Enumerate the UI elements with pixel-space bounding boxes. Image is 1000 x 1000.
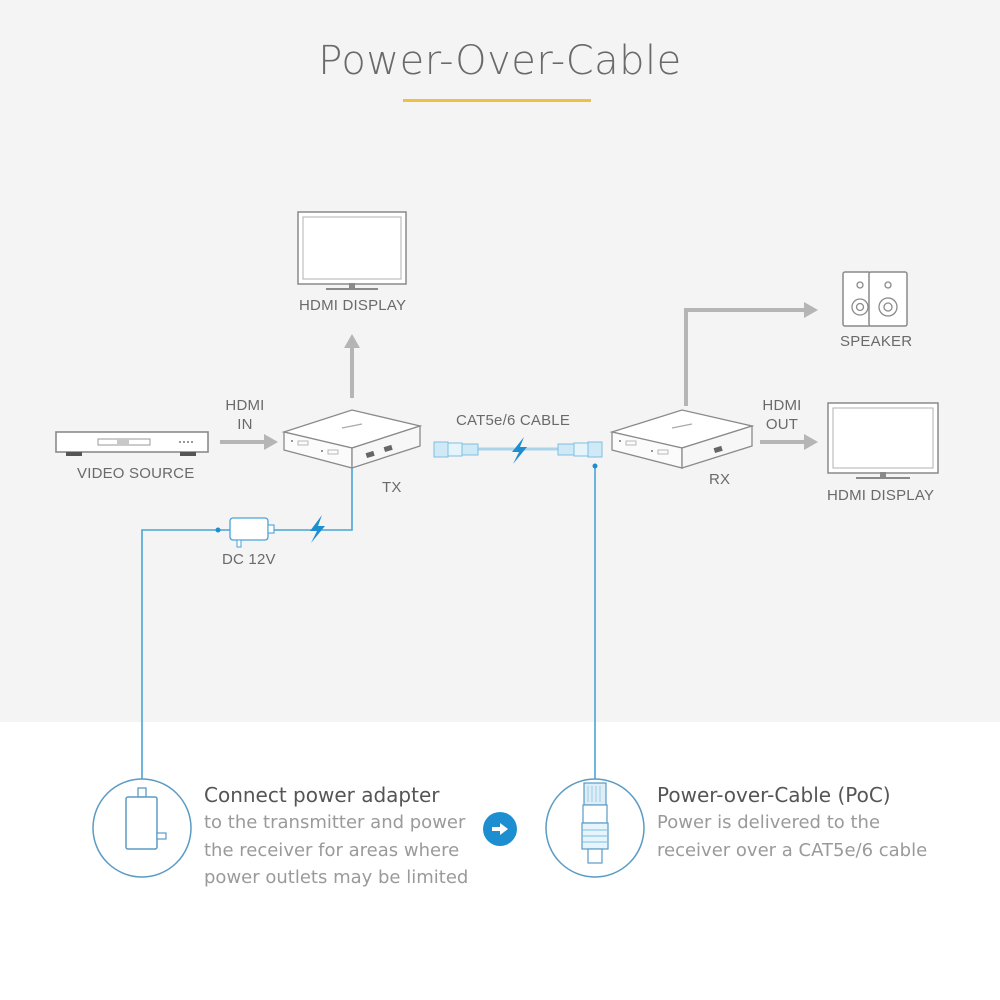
rx-to-speaker-arrow [684,302,818,406]
power-line-rx [592,463,598,790]
feature-desc-power-adapter: to the transmitter and power the receive… [204,812,469,888]
label-rx: RX [709,471,731,488]
feature-desc-poc: Power is delivered to the receiver over … [657,812,928,861]
label-hdmi-display-top: HDMI DISPLAY [299,297,407,314]
label-speaker: SPEAKER [840,333,913,350]
power-line-tx [141,468,353,790]
label-hdmi-out: HDMI OUT [762,397,802,433]
cat-cable [433,437,603,464]
media-player-icon [55,431,209,456]
tv-icon-right [827,402,939,479]
tx-extender-box-icon [281,409,423,469]
tx-to-display-arrow [344,334,360,398]
speaker-icon [842,271,908,327]
diagram-panel [0,0,1000,722]
feature-title-poc: Power-over-Cable (PoC) [657,783,891,807]
label-video-source: VIDEO SOURCE [77,465,195,482]
arrow-right-icon [492,823,508,835]
label-hdmi-in: HDMI IN [225,397,265,433]
label-cable: CAT5e/6 CABLE [456,412,571,429]
hdmi-in-arrow [220,434,278,450]
label-dc-12v: DC 12V [222,551,276,568]
feature-title-power-adapter: Connect power adapter [204,783,440,807]
title-underline [403,99,591,102]
power-adapter-icon [229,517,275,548]
rj45-connector-icon-right [557,441,603,458]
rx-extender-box-icon [609,409,755,469]
hdmi-out-arrow [760,434,818,450]
label-tx: TX [382,479,402,496]
feature-icon-rj45-plug [545,778,645,878]
rj45-connector-icon-left [433,441,479,458]
bolt-icon-power [310,515,325,543]
page-title: Power-Over-Cable [318,38,682,84]
feature-icon-power-adapter [92,778,192,878]
next-button[interactable] [483,812,517,846]
label-hdmi-display-right: HDMI DISPLAY [827,487,935,504]
bolt-icon [512,437,527,464]
tv-icon-top [297,211,407,290]
